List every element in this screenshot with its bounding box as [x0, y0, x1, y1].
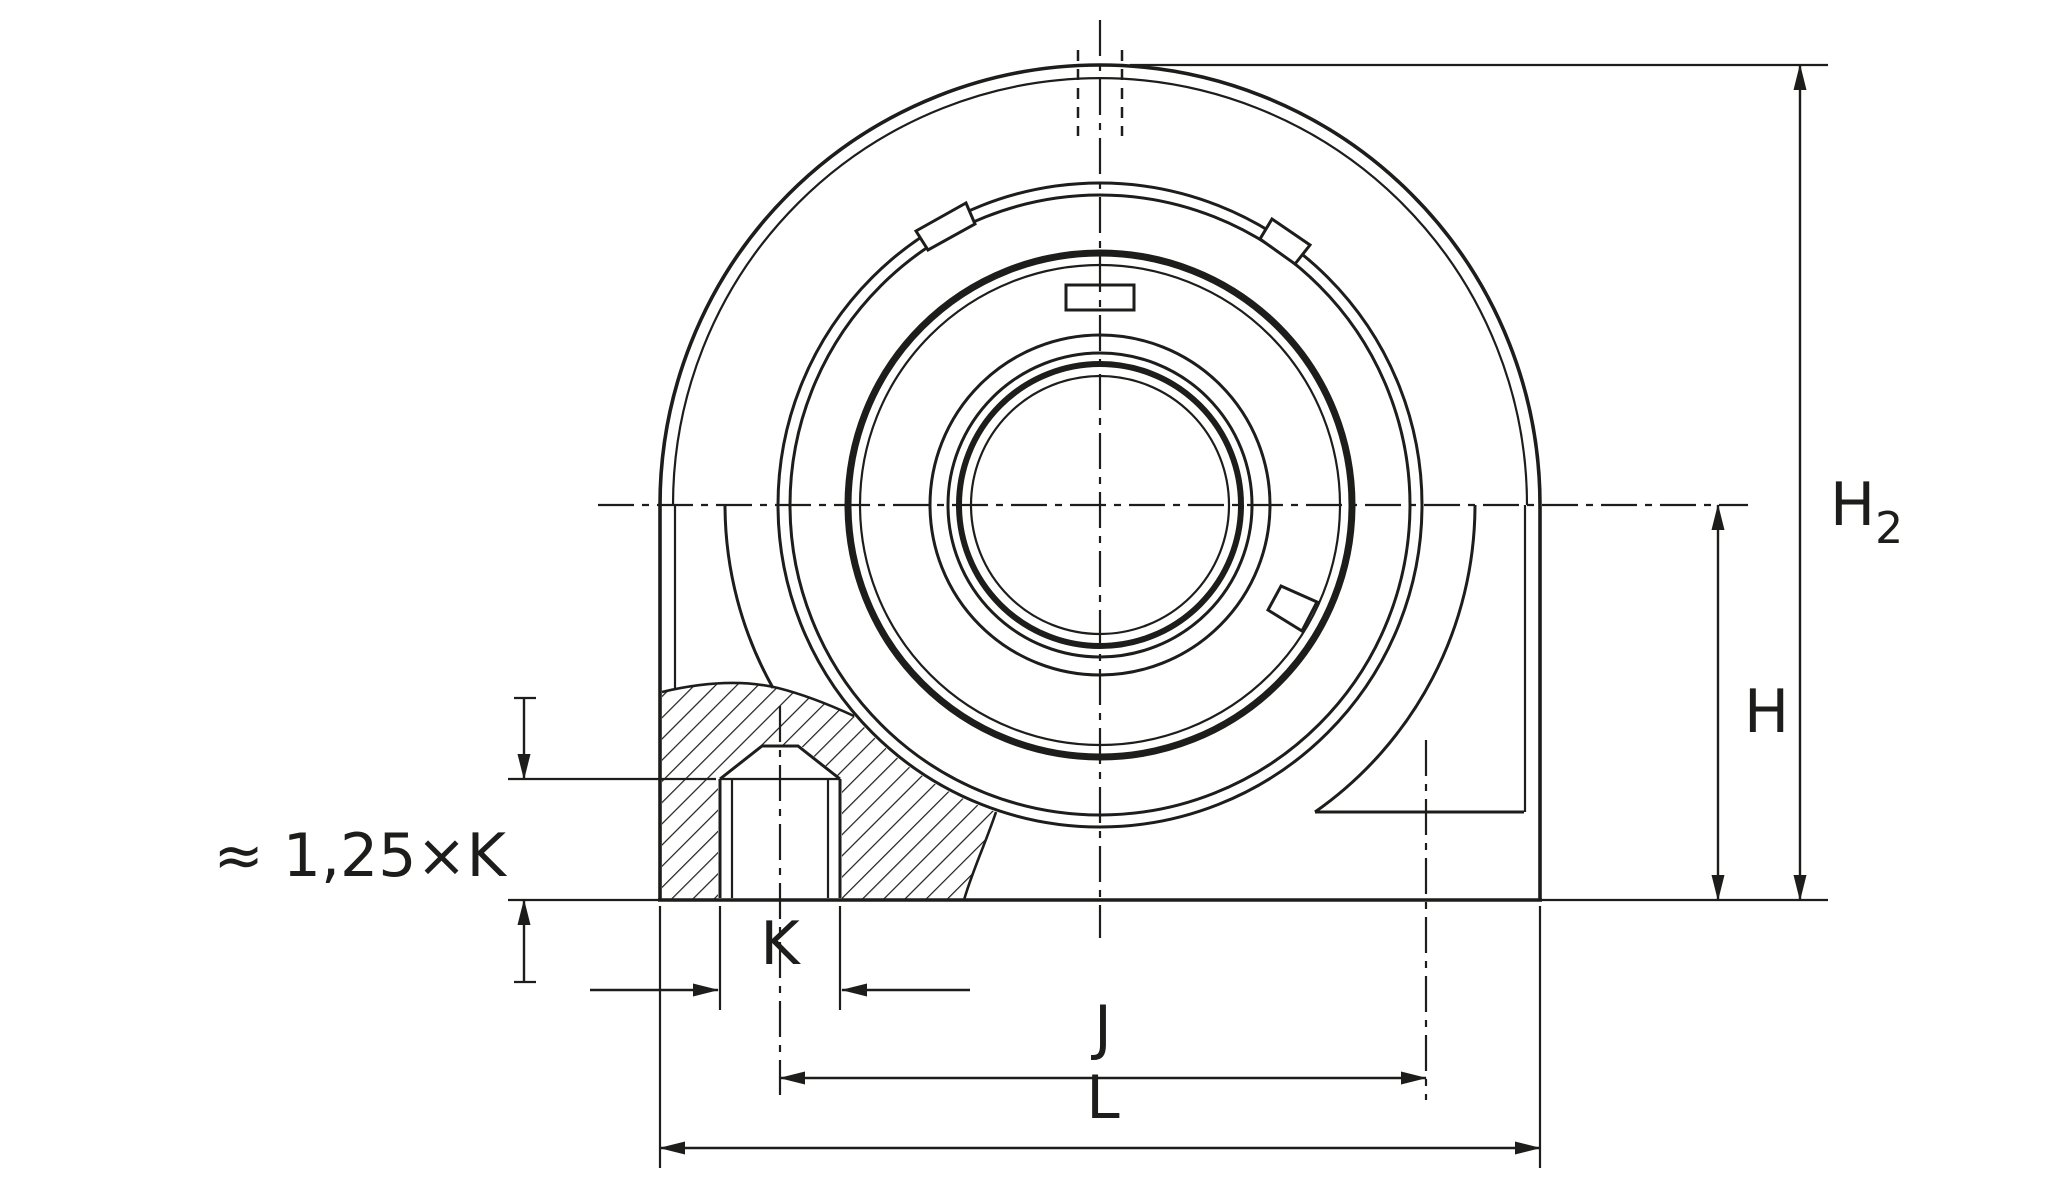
centerlines: [598, 20, 1748, 1100]
drill-point-cone: [719, 744, 841, 781]
label-h: H: [1744, 677, 1789, 747]
dimension-l: L: [658, 906, 1542, 1168]
boss-arc-left: [723, 504, 775, 689]
label-j: J: [1090, 993, 1112, 1063]
label-l: L: [1086, 1063, 1120, 1133]
dimension-k: K: [590, 906, 970, 1010]
anti-rotation-tab-top-left: [913, 200, 977, 252]
break-line-top: [661, 681, 855, 718]
break-line-bottom: [962, 811, 998, 901]
label-h2: H2: [1830, 470, 1903, 554]
dimension-h: H: [1711, 504, 1789, 901]
dimension-h2: H2: [1130, 63, 1903, 902]
dimension-thread-depth: ≈ 1,25×K: [213, 696, 716, 984]
locking-tab-lower-right: [1266, 584, 1320, 634]
section-hatch-area: [661, 681, 998, 901]
boss-arc-right: [1314, 504, 1477, 814]
anti-rotation-tab-top-right: [1258, 216, 1313, 267]
dome-inner-arc: [671, 76, 1529, 506]
label-k: K: [760, 909, 801, 979]
label-thread-depth: ≈ 1,25×K: [213, 821, 507, 891]
detail-features: [913, 50, 1320, 634]
dimension-j: J: [779, 993, 1427, 1085]
